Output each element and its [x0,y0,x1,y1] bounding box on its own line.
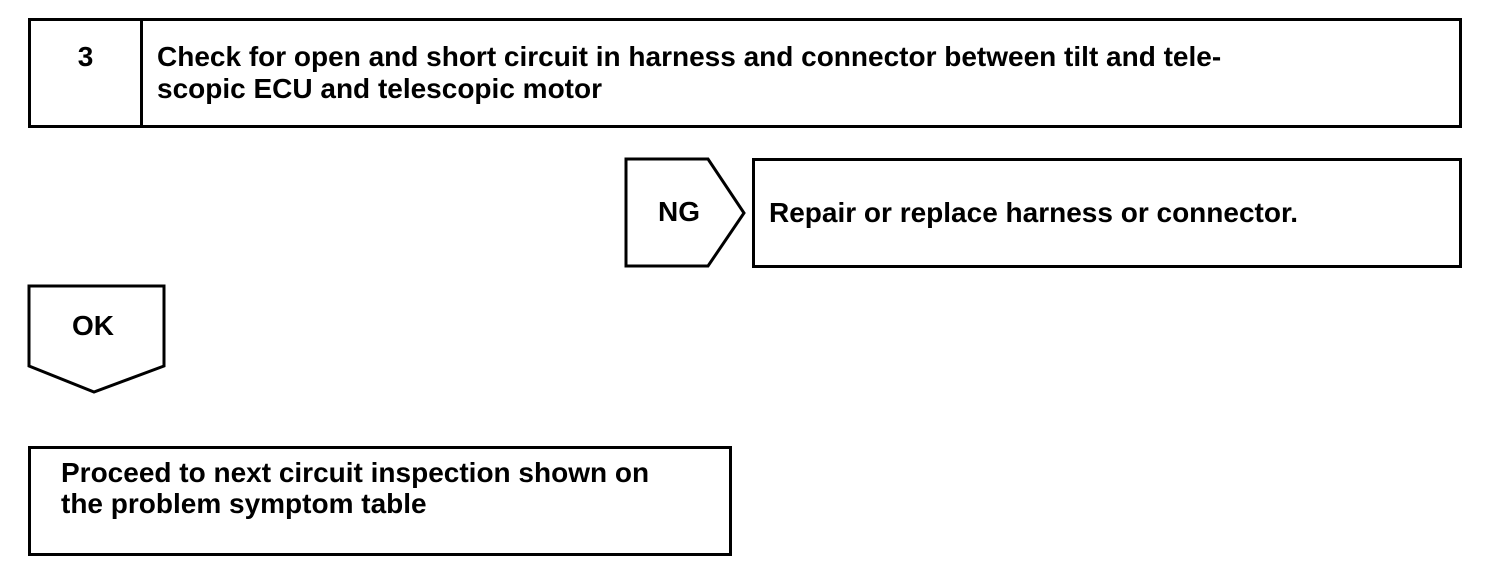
step-title-line-2: scopic ECU and telescopic motor [157,73,602,104]
ng-label: NG [658,196,700,227]
next-step-line-2: the problem symptom table [61,488,427,519]
step-box: 3 Check for open and short circuit in ha… [28,18,1462,128]
step-title: Check for open and short circuit in harn… [157,41,1439,105]
ng-arrow-shape [624,157,746,268]
next-step-box: Proceed to next circuit inspection shown… [28,446,732,556]
ok-label: OK [72,310,114,341]
next-step-text: Proceed to next circuit inspection shown… [61,457,709,519]
ng-result-box: Repair or replace harness or connector. [752,158,1462,268]
step-number-cell: 3 [31,21,143,125]
next-step-line-1: Proceed to next circuit inspection shown… [61,457,650,488]
ok-arrow-shape [27,284,166,394]
step-number: 3 [77,41,94,72]
ng-result-text: Repair or replace harness or connector. [769,197,1299,228]
step-title-line-1: Check for open and short circuit in harn… [157,41,1222,72]
